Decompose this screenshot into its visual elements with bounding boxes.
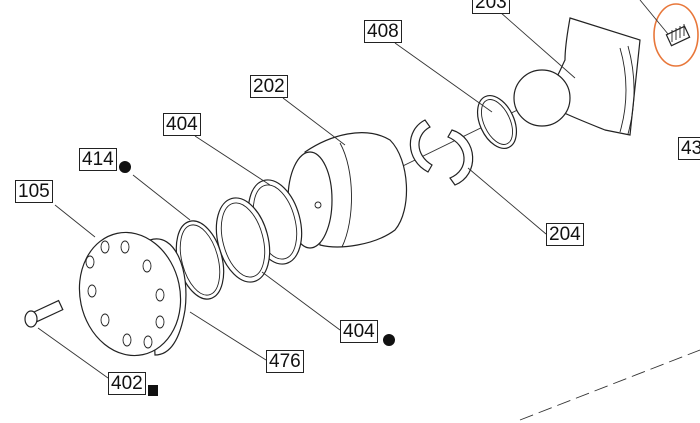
label-105: 105 bbox=[15, 180, 53, 203]
part-105-cover bbox=[78, 231, 187, 357]
highlight-circle bbox=[653, 3, 699, 67]
label-203: 203 bbox=[472, 0, 510, 14]
label-402: 402 bbox=[108, 372, 146, 395]
part-202-piston bbox=[287, 132, 408, 249]
label-408: 408 bbox=[364, 20, 402, 43]
part-402-screw bbox=[24, 299, 64, 328]
part-203-handle bbox=[513, 17, 641, 136]
leader-lines bbox=[37, 0, 669, 379]
label-202: 202 bbox=[250, 75, 288, 98]
label-476: 476 bbox=[266, 350, 304, 373]
dashed-reference-line bbox=[519, 349, 700, 421]
label-404-top: 404 bbox=[163, 113, 201, 136]
marker-dot-414 bbox=[119, 161, 131, 173]
label-404-bottom: 404 bbox=[340, 320, 378, 343]
label-204: 204 bbox=[546, 223, 584, 246]
part-204-half-rings bbox=[409, 119, 474, 186]
part-43-screw bbox=[653, 3, 699, 67]
marker-dot-404 bbox=[383, 334, 395, 346]
marker-square-402 bbox=[148, 385, 158, 396]
label-43: 43 bbox=[678, 137, 700, 160]
label-414: 414 bbox=[79, 148, 117, 171]
